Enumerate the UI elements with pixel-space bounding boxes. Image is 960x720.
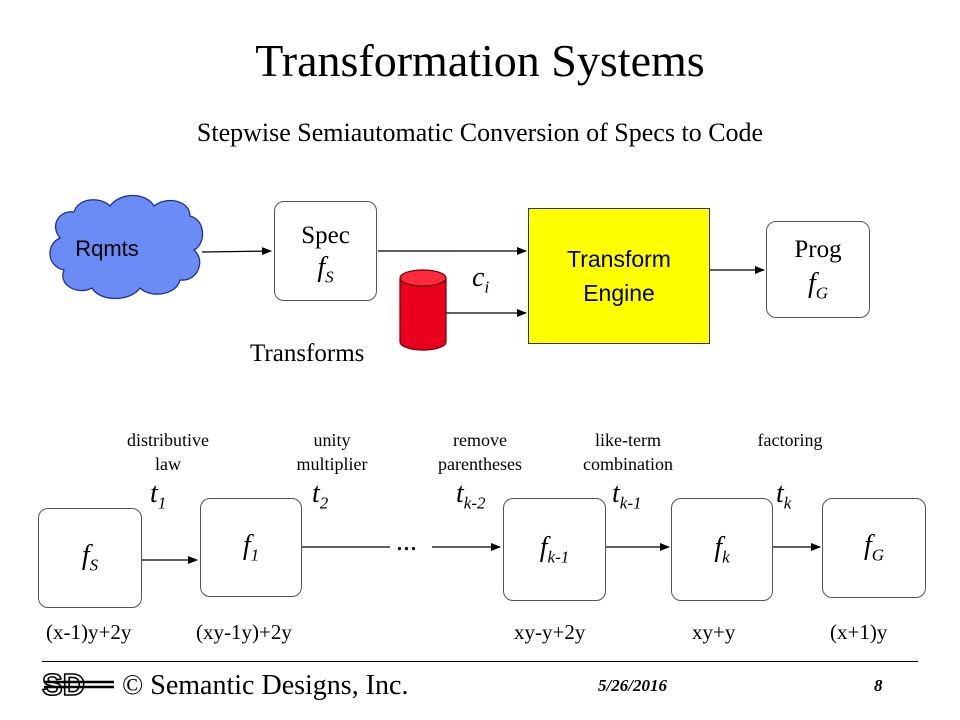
- rqmts-label: Rqmts: [75, 236, 139, 261]
- prog-box: Prog fG: [766, 221, 870, 318]
- stage-box-f1: f1: [200, 498, 302, 597]
- formula-f1: (xy-1y)+2y: [196, 620, 292, 644]
- stage-function: f1: [242, 529, 260, 565]
- stage-box-fg: fG: [822, 498, 926, 598]
- transforms-cylinder-icon: [399, 269, 447, 351]
- stage-function: fk: [714, 531, 730, 567]
- footer-divider: [42, 661, 918, 662]
- slide-subtitle: Stepwise Semiautomatic Conversion of Spe…: [196, 118, 764, 147]
- transforms-label: Transforms: [250, 340, 365, 367]
- transform-tk: tk: [776, 478, 792, 513]
- prog-function: fG: [807, 268, 829, 303]
- slide-title: Transformation Systems: [255, 35, 705, 86]
- stage-function: fS: [81, 540, 99, 575]
- semantic-designs-logo-icon: SD: [41, 668, 114, 702]
- footer-date: 5/26/2016: [598, 676, 667, 695]
- transform-engine-box: Transform Engine: [528, 208, 710, 344]
- formula-fs: (x-1)y+2y: [46, 620, 132, 644]
- ellipsis: ...: [396, 526, 417, 557]
- transform-t2: t2: [312, 478, 329, 513]
- spec-label: Spec: [301, 222, 350, 249]
- formula-fk: xy+y: [692, 620, 736, 644]
- footer-company: © Semantic Designs, Inc.: [122, 670, 409, 701]
- stage-box-fk: fk: [671, 498, 773, 601]
- svg-text:SD: SD: [42, 668, 85, 702]
- formula-fk-1: xy-y+2y: [514, 620, 586, 644]
- stage-box-fs: fS: [38, 508, 142, 608]
- formula-fg: (x+1)y: [830, 620, 888, 644]
- rqmts-cloud-shape: [49, 194, 204, 300]
- engine-label-line1: Transform: [567, 246, 671, 272]
- step-label-5: factoring: [757, 430, 823, 450]
- spec-box: Spec fS: [274, 201, 377, 301]
- engine-label-line2: Engine: [583, 280, 655, 306]
- stage-box-fk-1: fk-1: [503, 498, 606, 601]
- transform-t1: t1: [150, 478, 167, 513]
- arrow-rqmts-to-spec: [201, 247, 272, 256]
- prog-label: Prog: [794, 236, 842, 263]
- stage-function: fG: [863, 530, 885, 565]
- footer-page-number: 8: [874, 676, 883, 695]
- spec-function: fS: [317, 252, 334, 287]
- transform-tk-1: tk-1: [612, 478, 642, 513]
- transform-tk-2: tk-2: [456, 478, 486, 513]
- ci-label: ci: [472, 262, 490, 297]
- stage-function: fk-1: [539, 531, 570, 567]
